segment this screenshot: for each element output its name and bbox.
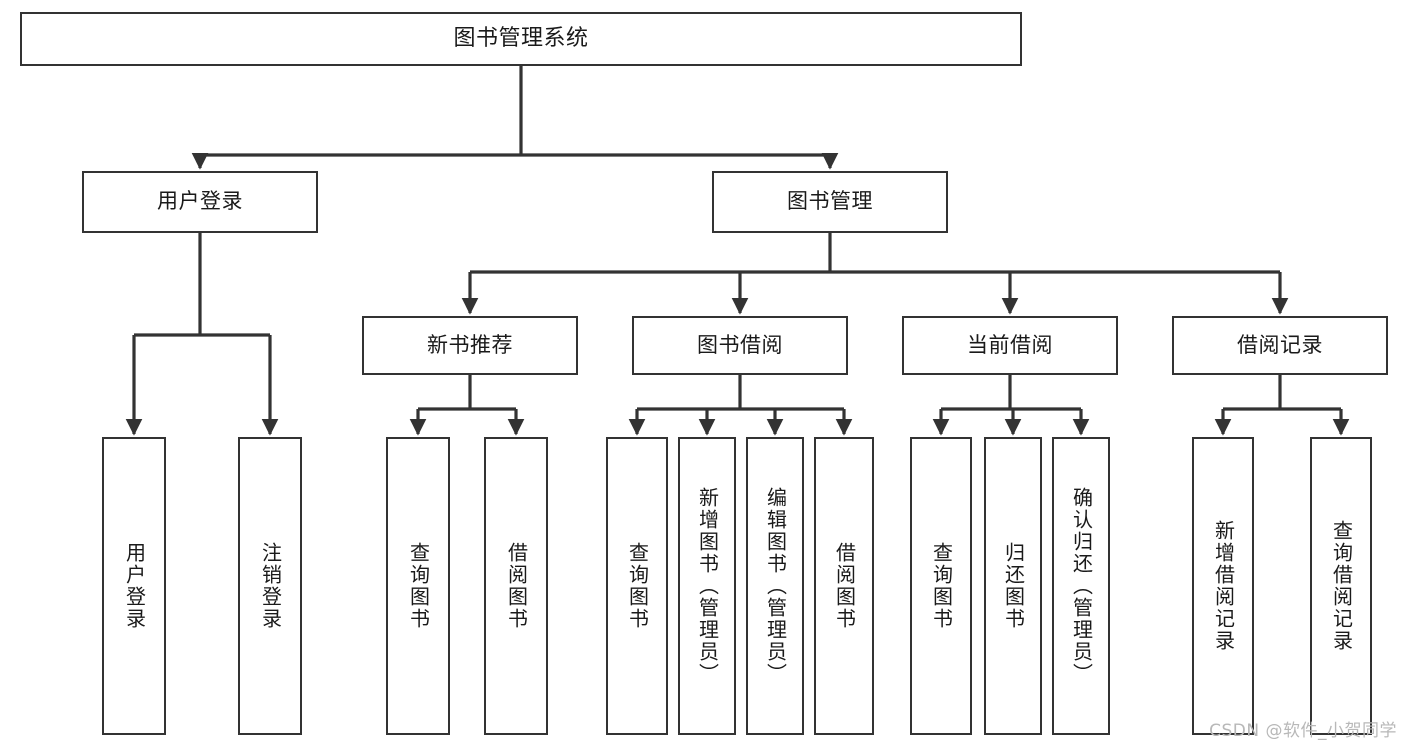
node-user-login-label: 用户登录: [157, 189, 243, 214]
node-leaf-bb-edit-label: 编辑图书（管理员）: [763, 487, 788, 685]
node-root[interactable]: 图书管理系统: [20, 12, 1022, 66]
node-leaf-rec-borrow[interactable]: 借阅图书: [484, 437, 548, 735]
node-leaf-bb-borrow[interactable]: 借阅图书: [814, 437, 874, 735]
csdn-watermark: CSDN @软件_小贺同学: [1209, 721, 1397, 741]
node-leaf-cb-return-label: 归还图书: [1001, 542, 1026, 630]
node-leaf-bb-query[interactable]: 查询图书: [606, 437, 668, 735]
node-leaf-br-query[interactable]: 查询借阅记录: [1310, 437, 1372, 735]
node-user-login[interactable]: 用户登录: [82, 171, 318, 233]
node-leaf-bb-query-label: 查询图书: [625, 542, 650, 630]
node-leaf-cb-return[interactable]: 归还图书: [984, 437, 1042, 735]
node-leaf-cb-query[interactable]: 查询图书: [910, 437, 972, 735]
node-leaf-bb-add[interactable]: 新增图书（管理员）: [678, 437, 736, 735]
node-leaf-user-login[interactable]: 用户登录: [102, 437, 166, 735]
node-leaf-bb-borrow-label: 借阅图书: [832, 542, 857, 630]
node-new-book-rec-label: 新书推荐: [427, 332, 513, 357]
node-leaf-br-add[interactable]: 新增借阅记录: [1192, 437, 1254, 735]
node-borrow-record[interactable]: 借阅记录: [1172, 316, 1388, 375]
node-leaf-cb-query-label: 查询图书: [929, 542, 954, 630]
node-leaf-bb-add-label: 新增图书（管理员）: [695, 487, 720, 685]
node-leaf-user-login-label: 用户登录: [122, 542, 147, 630]
node-book-borrow-label: 图书借阅: [697, 332, 783, 357]
node-new-book-rec[interactable]: 新书推荐: [362, 316, 578, 375]
node-borrow-record-label: 借阅记录: [1237, 332, 1323, 357]
node-leaf-rec-query[interactable]: 查询图书: [386, 437, 450, 735]
node-leaf-rec-query-label: 查询图书: [406, 542, 431, 630]
node-leaf-rec-borrow-label: 借阅图书: [504, 542, 529, 630]
node-current-borrow-label: 当前借阅: [967, 332, 1053, 357]
node-leaf-user-logout-label: 注销登录: [258, 542, 283, 630]
node-leaf-bb-edit[interactable]: 编辑图书（管理员）: [746, 437, 804, 735]
node-leaf-user-logout[interactable]: 注销登录: [238, 437, 302, 735]
node-book-manage[interactable]: 图书管理: [712, 171, 948, 233]
node-current-borrow[interactable]: 当前借阅: [902, 316, 1118, 375]
node-leaf-cb-confirm[interactable]: 确认归还（管理员）: [1052, 437, 1110, 735]
node-book-manage-label: 图书管理: [787, 189, 873, 214]
node-leaf-br-query-label: 查询借阅记录: [1329, 520, 1354, 652]
node-leaf-br-add-label: 新增借阅记录: [1211, 520, 1236, 652]
node-leaf-cb-confirm-label: 确认归还（管理员）: [1069, 487, 1094, 685]
node-book-borrow[interactable]: 图书借阅: [632, 316, 848, 375]
node-root-label: 图书管理系统: [453, 25, 589, 51]
